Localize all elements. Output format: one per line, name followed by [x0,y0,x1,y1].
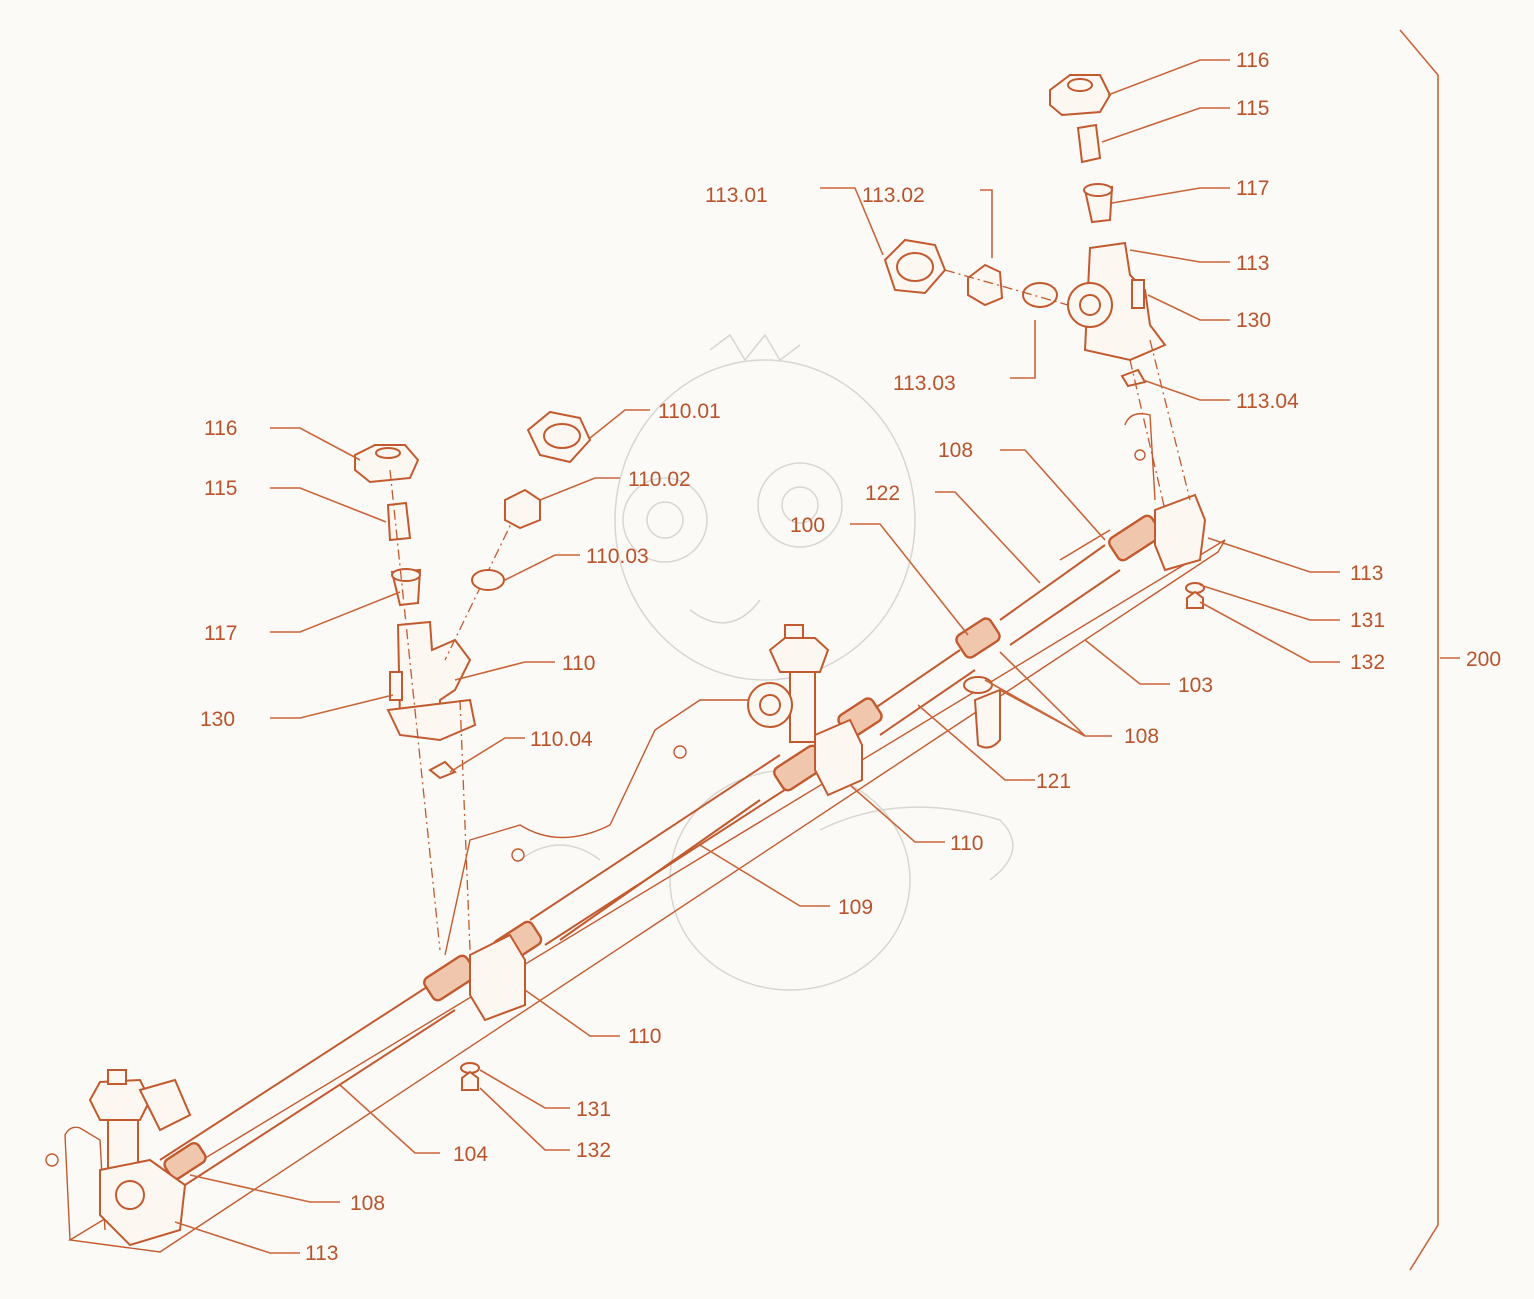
clamp-110-middle [814,718,863,797]
label-117-left: 117 [204,622,237,645]
label-110-lower: 110 [628,1025,661,1048]
label-113-right: 113 [1350,562,1383,585]
pipe-104 [159,984,456,1186]
label-109: 109 [838,896,873,919]
label-110-left: 110 [562,652,595,675]
label-113-04: 113.04 [1236,390,1299,413]
clamp-113-right [1154,493,1207,572]
label-116-left: 116 [204,417,237,440]
mounting-plate [45,413,1226,1253]
pipe-122 [999,544,1121,646]
label-131-lower: 131 [576,1098,611,1121]
label-113-upper: 113 [1236,252,1269,275]
coupling-springs [163,514,1162,1181]
label-130-upper: 130 [1236,309,1271,332]
watermark-mascot [519,333,1014,991]
washer-nut-lower [460,1062,480,1091]
label-108-middle: 108 [1124,725,1159,748]
exploded-right-assembly [883,74,1191,511]
clamp-110-lower [469,933,526,1022]
pipe-109 [529,754,801,946]
label-132-right: 132 [1350,651,1385,674]
label-116-upper: 116 [1236,49,1269,72]
label-113-lower: 113 [305,1242,338,1265]
exploded-left-assembly [354,444,526,951]
assembly-bracket [1399,29,1439,1271]
label-117-upper: 117 [1236,177,1269,200]
drain-stub [963,676,1001,749]
valve-113-lower-left [88,1069,192,1247]
label-113-03: 113.03 [893,372,956,395]
label-110-01: 110.01 [658,400,721,423]
leader-lines [174,59,1340,1254]
label-132-lower: 132 [576,1139,611,1162]
label-113-01: 113.01 [705,184,768,207]
label-110-03: 110.03 [586,545,649,568]
label-115-upper: 115 [1236,97,1269,120]
pipe-upper [559,799,761,941]
label-103: 103 [1178,674,1213,697]
label-131-right: 131 [1350,609,1385,632]
label-200: 200 [1466,648,1501,671]
valve-100 [747,624,830,743]
label-122: 122 [865,482,900,505]
label-108-lower: 108 [350,1192,385,1215]
label-104: 104 [453,1143,488,1166]
label-110-02: 110.02 [628,468,691,491]
label-130-left: 130 [200,708,235,731]
label-108-upper: 108 [938,439,973,462]
exploded-110-parts [471,410,592,591]
washer-nut-right [1185,582,1205,609]
label-113-02: 113.02 [862,184,925,207]
callout-labels: 116 115 113.01 113.02 117 113 130 113.03… [200,49,1501,1265]
label-115-left: 115 [204,477,237,500]
label-110-04: 110.04 [530,728,593,751]
label-110-middle: 110 [950,832,983,855]
label-121: 121 [1036,770,1071,793]
label-100: 100 [790,514,825,537]
pipe-121 [864,649,976,736]
